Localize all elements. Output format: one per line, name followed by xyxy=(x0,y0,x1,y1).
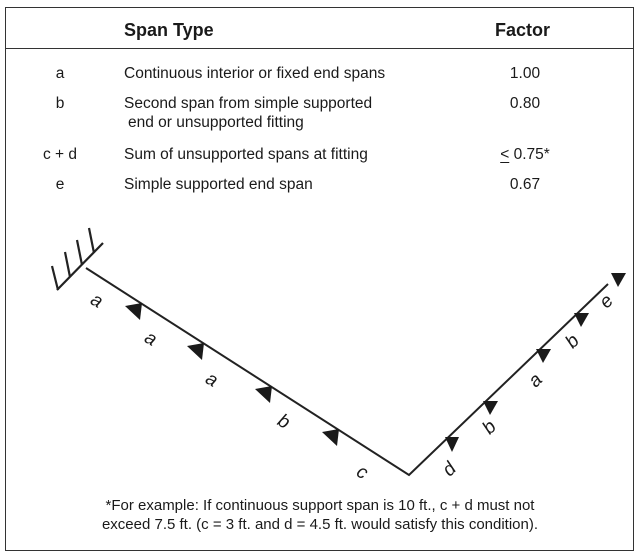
span-label-b: b xyxy=(561,330,583,352)
row-factor: 0.67 xyxy=(509,176,541,193)
row-code: e xyxy=(55,176,65,193)
row-description: Continuous interior or fixed end spans xyxy=(124,65,386,82)
footnote: *For example: If continuous support span… xyxy=(20,496,620,534)
row-code: b xyxy=(55,95,65,112)
span-label-a: a xyxy=(524,369,546,391)
header-span-type: Span Type xyxy=(124,20,214,40)
row-code: c + d xyxy=(42,146,78,163)
row-description-line2: end or unsupported fitting xyxy=(128,114,304,131)
span-label-b: b xyxy=(274,410,294,433)
support-triangle xyxy=(611,273,626,287)
pipe-line xyxy=(85,267,609,477)
row-factor-value: 0.75* xyxy=(509,146,550,163)
less-equal-symbol: < xyxy=(500,146,510,163)
footnote-line2: exceed 7.5 ft. (c = 3 ft. and d = 4.5 ft… xyxy=(101,516,539,533)
header-factor: Factor xyxy=(495,20,551,40)
span-label-a: a xyxy=(141,327,161,350)
support-triangle xyxy=(536,349,551,363)
support-triangle xyxy=(187,343,204,360)
fixed-end-hatch xyxy=(50,227,104,291)
header-divider xyxy=(6,48,633,49)
row-code: a xyxy=(55,65,65,82)
footnote-line1: *For example: If continuous support span… xyxy=(105,497,535,514)
support-triangle xyxy=(255,386,272,403)
span-label-a: a xyxy=(87,289,107,312)
figure-frame xyxy=(5,7,634,551)
span-label-b: b xyxy=(478,416,500,438)
span-label-d: d xyxy=(438,457,461,480)
row-description-line1: Second span from simple supported xyxy=(124,95,373,112)
support-triangle xyxy=(322,429,339,446)
support-triangle xyxy=(574,313,589,327)
row-factor: < 0.75* xyxy=(470,145,580,164)
support-markers xyxy=(125,273,626,452)
row-factor: 0.80 xyxy=(509,95,541,112)
support-triangle xyxy=(483,401,498,415)
span-label-c: c xyxy=(353,461,372,484)
span-label-a: a xyxy=(202,368,222,391)
support-triangle xyxy=(445,437,459,452)
support-triangle xyxy=(125,303,142,320)
row-description: Sum of unsupported spans at fitting xyxy=(124,146,368,163)
row-description: Simple supported end span xyxy=(124,176,313,193)
span-label-e: e xyxy=(595,290,617,312)
row-factor: 1.00 xyxy=(509,65,541,82)
